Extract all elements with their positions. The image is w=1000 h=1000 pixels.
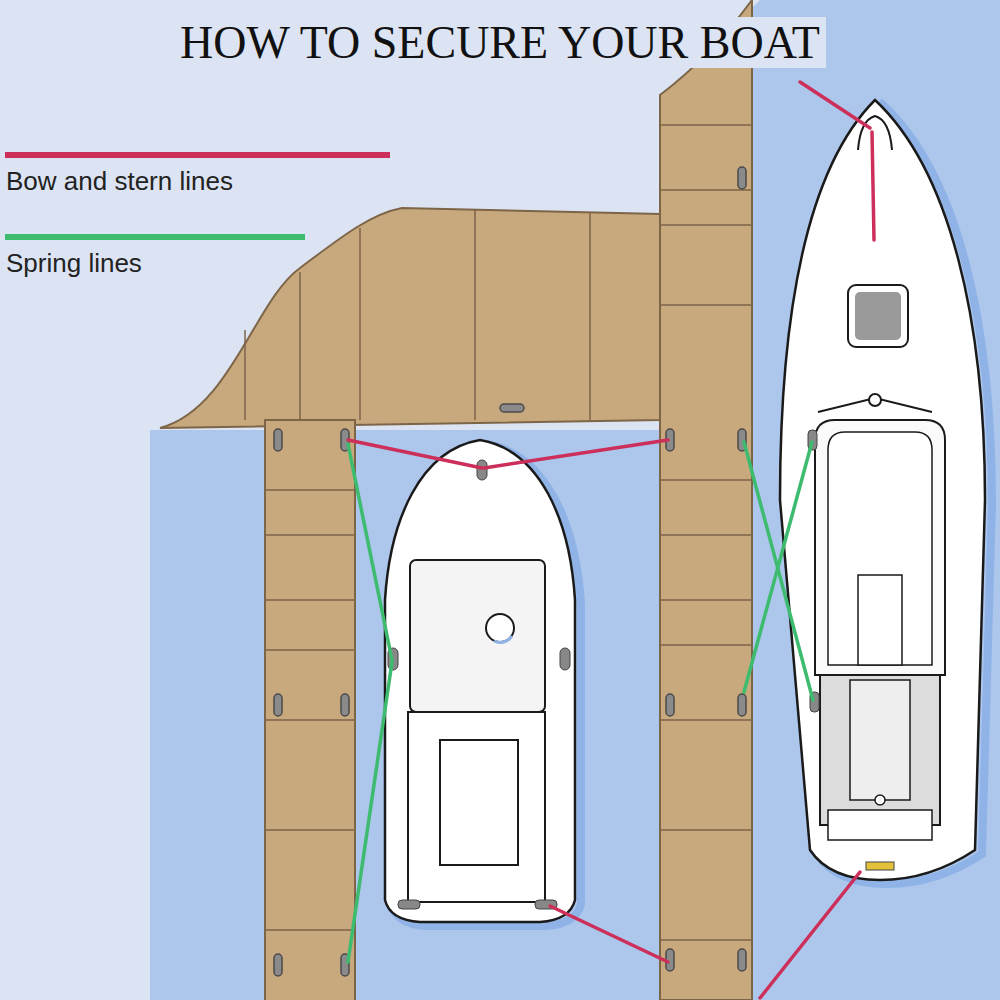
left-pier bbox=[265, 420, 355, 1000]
mooring-lines bbox=[348, 82, 874, 998]
title-block: HOW TO SECURE YOUR BOAT bbox=[0, 16, 1000, 69]
right-pier bbox=[660, 0, 752, 1000]
title: HOW TO SECURE YOUR BOAT bbox=[174, 17, 826, 68]
sailboat bbox=[780, 100, 992, 884]
dock-cleats bbox=[274, 167, 746, 976]
legend-text: Bow and stern lines bbox=[6, 166, 233, 197]
motor-boat bbox=[385, 440, 581, 926]
main-dock bbox=[160, 208, 660, 428]
legend-text: Spring lines bbox=[6, 248, 142, 279]
legend-line bbox=[5, 152, 390, 158]
plank-seams bbox=[245, 125, 751, 940]
legend-line bbox=[5, 234, 305, 240]
